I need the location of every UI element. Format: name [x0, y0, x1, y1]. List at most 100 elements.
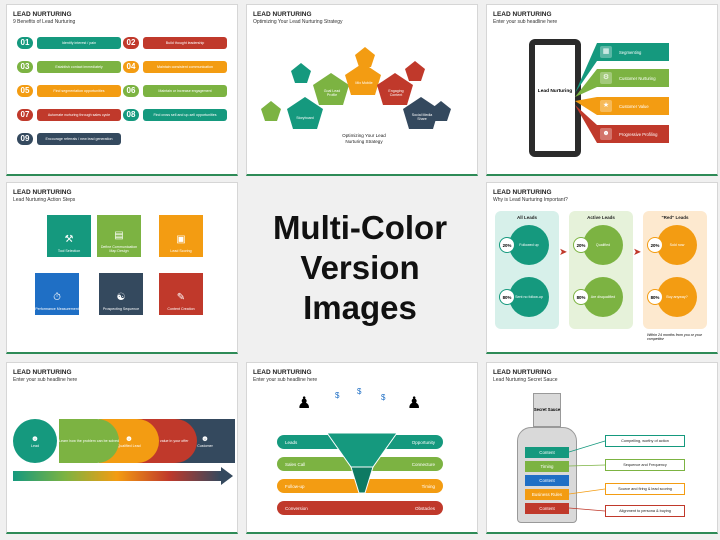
slide-action-steps[interactable]: LEAD NURTURING Lead Nurturing Action Ste… [6, 182, 238, 354]
strategy-diagram [261, 47, 451, 129]
step-learn: Learn how the problem can be solved [59, 419, 119, 463]
slide-subtitle: Optimizing Your Lead Nurturing Strategy [253, 19, 343, 25]
map-icon: ▤ [114, 230, 124, 242]
benefit-text: Maintain or increase engagement [143, 85, 227, 97]
connector-2 [575, 69, 597, 97]
circle-top: Followed up [509, 225, 549, 265]
benefit-text: Find cross sell and up-sell opportunitie… [143, 109, 227, 121]
callout-box: Sequence and Frequency [605, 459, 685, 471]
pent-label: Goal Lead Profile [323, 89, 341, 98]
bottle-band: Business Rules [525, 489, 569, 500]
puzzle-piece: ✎Content Creation [159, 273, 203, 315]
dollar-icon: $ [381, 393, 386, 402]
bottle-label: Secret Sauce [533, 407, 561, 412]
sitemap-icon: ▦ [600, 46, 612, 58]
bar-profiling: ☻Progressive Profiling [597, 125, 669, 143]
column-red-leads: "Red" Leads Sold now 20% Buy anyway? 80% [643, 211, 707, 329]
pentagon-social [403, 97, 439, 129]
benefit-number: 06 [123, 85, 139, 97]
benefit-text: Find segmentation opportunities [37, 85, 121, 97]
slide-subtitle: Enter your sub headline here [493, 19, 558, 25]
benefit-text: Encourage referrals / new lead generatio… [37, 133, 121, 145]
headline-line-2: Version Images [300, 248, 420, 327]
slide-title: LEAD NURTURING [13, 11, 72, 18]
bottle-band: Timing [525, 461, 569, 472]
slide-subtitle: 9 Benefits of Lead Nurturing [13, 19, 76, 25]
arrow-right-icon: ➤ [633, 247, 642, 258]
footnote: Within 24 months from you or your compet… [647, 333, 702, 342]
tablet-label: Lead Nurturing [537, 89, 573, 94]
slide-strategy[interactable]: LEAD NURTURING Optimizing Your Lead Nurt… [246, 4, 478, 176]
user-icon: ☻ [124, 434, 134, 444]
callout-box: Source and firing & lead scoring [605, 483, 685, 495]
benefit-text: Build thought leadership [143, 37, 227, 49]
benefit-number: 05 [17, 85, 33, 97]
headline: Multi-Color Version Images [248, 182, 472, 354]
benefit-number: 08 [123, 109, 139, 121]
bottle-band: Content [525, 503, 569, 514]
icon-pent-1 [261, 101, 281, 121]
benefit-number: 04 [123, 61, 139, 73]
slide-title: LEAD NURTURING [13, 189, 72, 196]
percent-badge: 80% [573, 289, 589, 305]
businessman-icon: ♟ [297, 395, 312, 412]
column-head: All Leads [516, 215, 537, 220]
arrow-head [221, 467, 233, 485]
column-head: Active Leads [587, 215, 615, 220]
businesswoman-icon: ♟ [407, 395, 422, 412]
puzzle-piece: ⚒Tool Selection [47, 215, 91, 257]
star-icon: ★ [600, 100, 612, 112]
connector-lines [568, 440, 606, 512]
tablet-screen [535, 45, 575, 151]
slide-title: LEAD NURTURING [13, 369, 72, 376]
step-lead: ☻Lead [13, 419, 57, 463]
circle-bottom: Sent no follow-up [509, 277, 549, 317]
content-icon: ✎ [176, 292, 186, 304]
icon-pent-4 [405, 61, 425, 81]
slide-funnel[interactable]: LEAD NURTURING Enter your sub headline h… [246, 362, 478, 534]
connector-3 [575, 97, 597, 115]
pentagon-goal-lead [313, 73, 349, 105]
slide-tablet[interactable]: LEAD NURTURING Enter your sub headline h… [486, 4, 718, 176]
benefit-number: 03 [17, 61, 33, 73]
slide-secret-sauce[interactable]: LEAD NURTURING Lead Nurturing Secret Sau… [486, 362, 718, 534]
bar-label: Customer Nurturing [619, 75, 656, 81]
benefit-number: 01 [17, 37, 33, 49]
dollar-icon: $ [357, 387, 362, 396]
percent-badge: 80% [647, 289, 663, 305]
user-icon: ☻ [30, 434, 40, 444]
percent-badge: 20% [499, 237, 515, 253]
percent-badge: 80% [499, 289, 515, 305]
puzzle-piece: ▤Define Communication Map Design [97, 215, 141, 257]
benefit-text: Identify interest / pain [37, 37, 121, 49]
slide-subtitle: Enter your sub headline here [13, 377, 78, 383]
slide-journey[interactable]: LEAD NURTURING Enter your sub headline h… [6, 362, 238, 534]
slide-subtitle: Lead Nurturing Action Steps [13, 197, 76, 203]
icon-pent-5 [431, 101, 451, 121]
slide-subtitle: Why is Lead Nurturing Important? [493, 197, 568, 203]
tool-icon: ⚒ [64, 234, 74, 246]
pent-label: Engaging Content [388, 89, 404, 98]
center-label: Optimizing Your Lead Nurturing Strategy [342, 133, 386, 144]
percent-badge: 20% [573, 237, 589, 253]
pent-label: Social Media Share [411, 113, 433, 122]
sequence-icon: ☯ [116, 292, 126, 304]
circle-top: Qualified [583, 225, 623, 265]
slide-benefits[interactable]: LEAD NURTURING 9 Benefits of Lead Nurtur… [6, 4, 238, 176]
scoring-icon: ▣ [176, 234, 186, 246]
slide-importance[interactable]: LEAD NURTURING Why is Lead Nurturing Imp… [486, 182, 718, 354]
bar-label: Segmenting [619, 49, 642, 55]
bar-segmenting: ▦ Segmenting [597, 43, 669, 61]
benefit-number: 02 [123, 37, 139, 49]
column-head: "Red" Leads [661, 215, 689, 220]
icon-pent-3 [355, 47, 375, 67]
bar-value: ★Customer Value [597, 97, 669, 115]
pentagon-storyboard [287, 97, 323, 129]
arrow-right-icon: ➤ [559, 247, 568, 258]
pentagon-engaging [377, 73, 413, 105]
benefit-number: 09 [17, 133, 33, 145]
gradient-arrow [13, 471, 221, 481]
profile-icon: ☻ [600, 128, 612, 140]
puzzle-piece: ▣Lead Scoring [159, 215, 203, 257]
